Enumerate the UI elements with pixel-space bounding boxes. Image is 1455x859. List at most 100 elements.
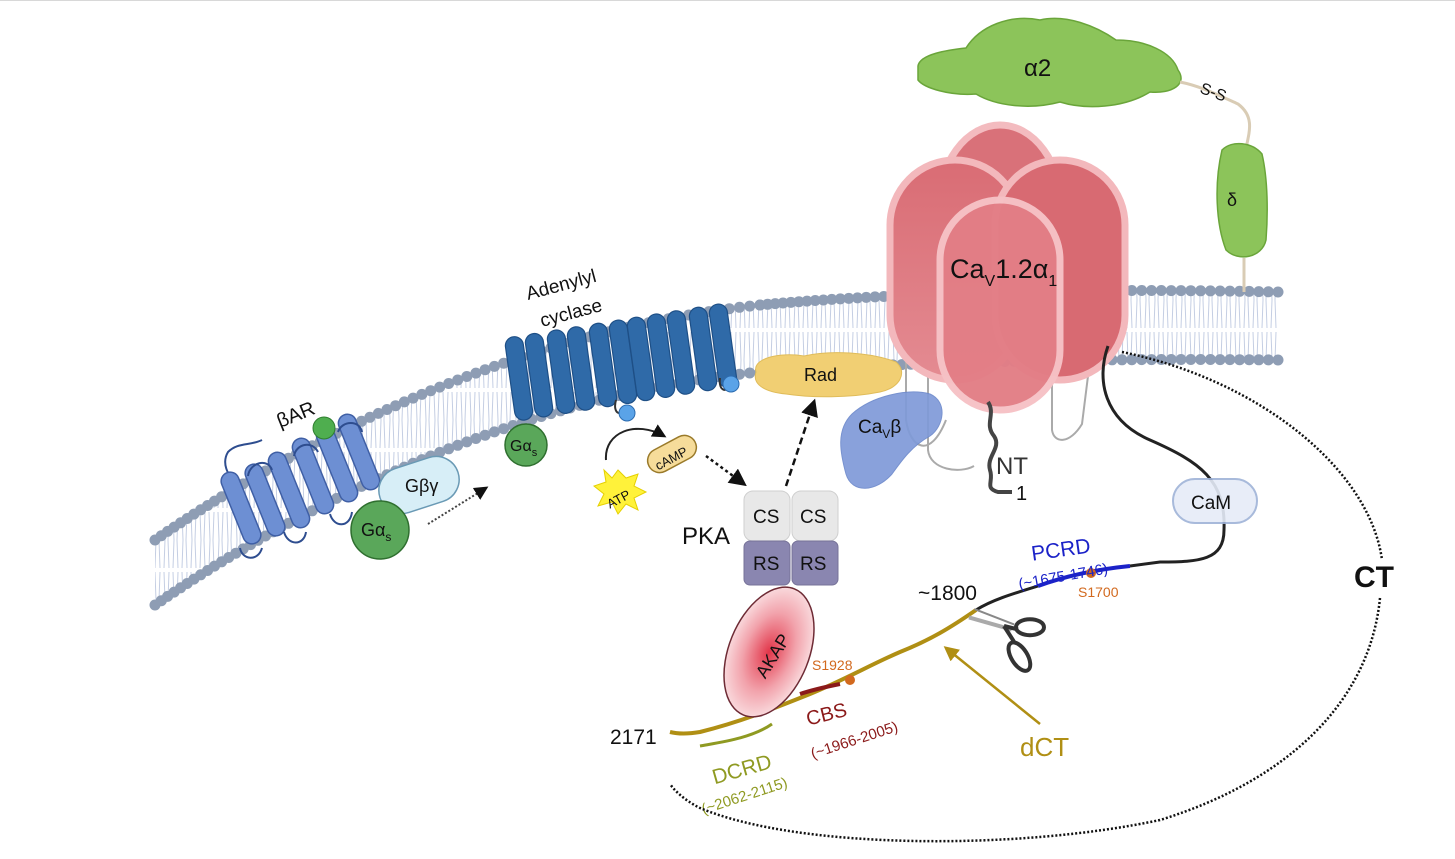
svg-text:Gαs: Gαs	[361, 520, 391, 544]
lipid-head	[306, 505, 318, 517]
lipid-head	[461, 371, 473, 382]
starburst-icon	[592, 468, 648, 515]
cbs-label: CBS	[804, 699, 849, 730]
lipid-head	[1136, 285, 1148, 296]
lipid-head	[1165, 285, 1177, 297]
lipid-head	[1175, 354, 1187, 365]
lipid-head	[470, 433, 482, 444]
ac-helix	[566, 326, 596, 411]
disulfide-linker	[1179, 80, 1251, 149]
lipid-head	[425, 385, 437, 397]
nt-label: NT	[996, 453, 1028, 480]
svg-text:CaV1.2α1: CaV1.2α1	[950, 254, 1057, 290]
lipid-head	[1175, 285, 1187, 297]
channel-subscript-2: 1	[1048, 273, 1057, 290]
lipid-head	[498, 357, 510, 369]
alpha2-domain	[917, 17, 1182, 108]
cavb-subscript: V	[882, 427, 890, 441]
gas1-subscript: s	[385, 530, 391, 544]
pka-rs-right	[791, 540, 839, 586]
svg-text:Gαs: Gαs	[510, 438, 538, 459]
adenylyl-cyclase: Adenylyl cyclase	[504, 266, 740, 422]
alpha2-label: α2	[1024, 55, 1051, 82]
lipid-head	[416, 388, 428, 400]
lipid-head	[1253, 286, 1265, 298]
lipid-head	[398, 396, 410, 408]
proximal-ct-tail	[1101, 345, 1226, 568]
lipid-head	[434, 381, 446, 393]
lipid-head	[479, 429, 491, 441]
lipid-head	[1146, 285, 1157, 296]
camp-to-pka-arrow	[705, 454, 747, 487]
lipid-head	[1204, 285, 1216, 297]
lipid-head	[364, 411, 376, 423]
pka-rs-left	[743, 540, 791, 586]
lipid-head	[1146, 354, 1157, 366]
lipid-head	[488, 426, 500, 438]
lipid-head	[470, 367, 482, 379]
lipid-head	[1195, 285, 1207, 297]
lipid-head	[869, 291, 881, 303]
ac-helix	[688, 306, 718, 392]
alpha2-delta-subunit: α2 S-S δ	[917, 17, 1268, 292]
lipid-head	[443, 443, 455, 455]
lipid-head	[390, 400, 402, 412]
lipid-head	[1185, 354, 1197, 365]
lipid-head	[452, 374, 464, 386]
cav12-alpha1-channel: CaV1.2α1	[886, 121, 1129, 471]
lipid-head	[826, 293, 838, 305]
lipid-head	[860, 291, 872, 303]
lipid-head	[498, 423, 510, 435]
lipid-head	[777, 297, 789, 309]
cav-beta-subunit: CaVβ	[840, 391, 943, 489]
g-alpha-s-bound: Gαs	[350, 500, 410, 560]
pka-to-rad-arrow	[784, 398, 818, 487]
lipid-head	[1234, 285, 1246, 297]
beta-adrenergic-receptor: βAR	[220, 398, 381, 559]
lipid-head	[1262, 354, 1274, 366]
lipid-head	[843, 292, 855, 304]
lipid-head	[1272, 286, 1284, 298]
gas2-subscript: s	[532, 447, 538, 459]
cleavage-site-label: ~1800	[918, 582, 977, 605]
bar-label: βAR	[274, 398, 319, 433]
channel-label: Ca	[950, 254, 985, 284]
ac-helix	[546, 329, 576, 414]
lipid-head	[1185, 285, 1197, 297]
ac-helix	[666, 310, 696, 395]
cs-left-label: CS	[753, 507, 779, 528]
lipid-head	[1155, 285, 1167, 296]
lipid-head	[852, 292, 863, 304]
lipid-head	[1126, 354, 1138, 366]
pka-holoenzyme: CS CS RS RS PKA	[682, 490, 839, 586]
cbs-bar	[799, 682, 841, 696]
scissors-icon	[968, 608, 1046, 673]
channel-label-mid: 1.2α	[995, 254, 1048, 284]
distal-ct-segment	[669, 608, 978, 736]
lipid-head	[1243, 285, 1255, 297]
delta-label: δ	[1227, 190, 1237, 210]
lipid-head	[1165, 354, 1177, 365]
s1928-label: S1928	[812, 657, 853, 673]
cavb-beta: β	[890, 417, 901, 438]
camp-molecule: cAMP	[646, 434, 698, 474]
lipid-head	[1224, 285, 1236, 297]
lipid-head	[1243, 354, 1255, 366]
dct-arrow	[943, 646, 1041, 725]
lipid-head	[479, 364, 491, 376]
lipid-head	[1195, 354, 1207, 365]
pka-label: PKA	[682, 523, 730, 550]
svg-text:CaVβ: CaVβ	[858, 417, 901, 441]
ac-helix	[504, 336, 534, 421]
ct-dotted-boundary	[668, 350, 1384, 843]
s1928-site	[845, 675, 855, 685]
lipid-head	[801, 295, 813, 307]
lipid-head	[1253, 354, 1265, 366]
lipid-head	[461, 436, 473, 448]
ac-helix	[626, 316, 656, 402]
g-alpha-s-free: Gαs	[504, 423, 548, 467]
s1700-site	[1086, 568, 1096, 578]
gas1-label: Gα	[361, 520, 385, 540]
